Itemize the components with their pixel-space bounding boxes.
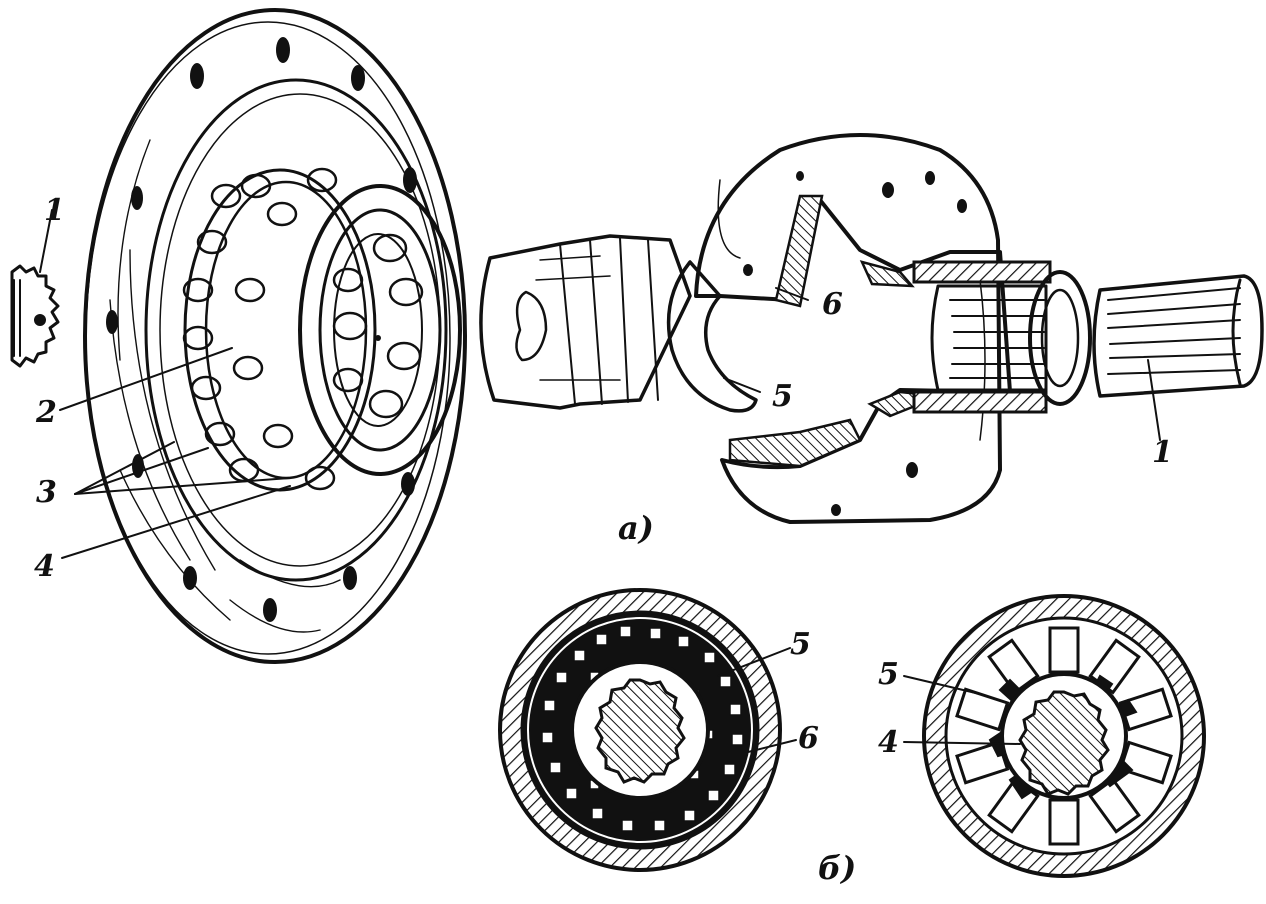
- flange-disc: [83, 8, 467, 664]
- callout-5-section-right: 5: [878, 657, 899, 692]
- callout-4-section-right: 4: [878, 725, 899, 760]
- callout-3-rollers: 3: [36, 475, 57, 510]
- small-gear-icon: [10, 264, 60, 368]
- callout-5-section-left: 5: [790, 627, 811, 662]
- splined-shaft: [1092, 274, 1264, 398]
- callout-6-section-left: 6: [798, 721, 819, 756]
- section-left: [498, 588, 782, 872]
- callout-5-ring: 5: [772, 379, 793, 414]
- bearing-inner-ring: [298, 184, 462, 476]
- cutaway-housing: [694, 133, 1012, 524]
- leader-lines: [39, 209, 1161, 753]
- inner-hub: [912, 260, 1092, 414]
- coupling-sleeve: [479, 234, 692, 410]
- subfigure-label-a: а): [618, 509, 654, 547]
- bearing-cage-outer: [182, 167, 377, 492]
- callout-4-ring: 4: [34, 549, 55, 584]
- callout-1-gear: 1: [44, 193, 65, 228]
- subfigure-label-b: б): [818, 849, 857, 887]
- callout-2-cage: 2: [36, 395, 57, 430]
- callout-1-shaft: 1: [1152, 435, 1173, 470]
- section-right: [922, 594, 1206, 878]
- callout-6-cutaway: 6: [822, 287, 843, 322]
- ring-5: [666, 260, 758, 413]
